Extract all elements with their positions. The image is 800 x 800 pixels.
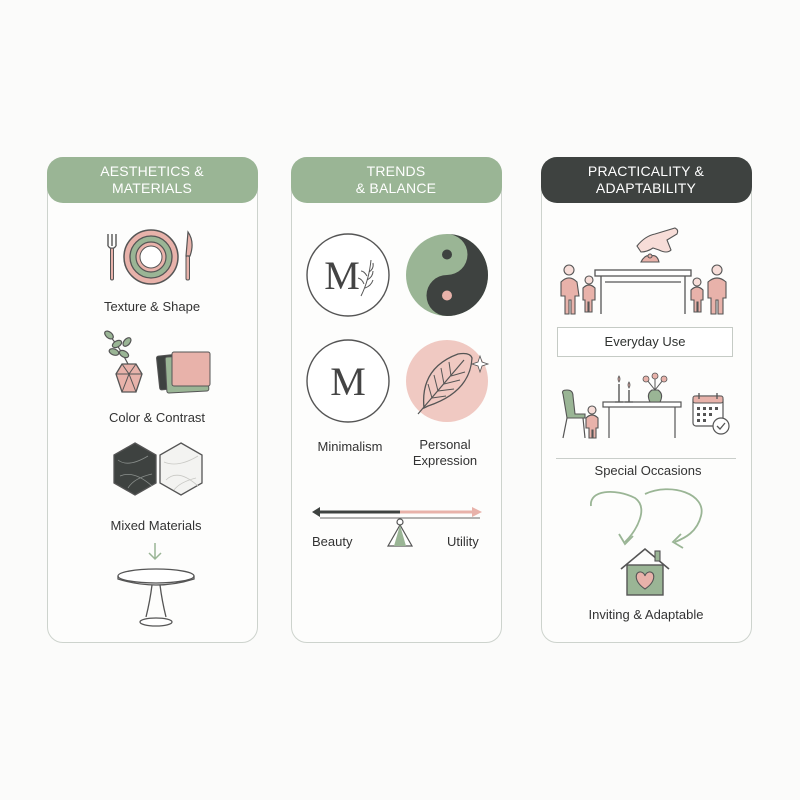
vase-and-swatches-icon (104, 330, 211, 394)
family-table-icon (560, 227, 727, 315)
trends-header: TRENDS & BALANCE (290, 156, 502, 203)
down-arrow-icon (148, 543, 162, 561)
heart-house-icon (620, 547, 670, 596)
header-line-2: ADAPTABILITY (595, 179, 697, 196)
circular-arrows-icon (590, 488, 703, 549)
aesthetics-header: AESTHETICS & MATERIALS (46, 156, 258, 203)
header-line-2: MATERIALS (111, 179, 193, 196)
header-line-1: TRENDS (366, 162, 426, 179)
svg-text:M: M (324, 253, 360, 298)
item-label-line-2: Expression (412, 453, 478, 468)
event-table-icon (561, 372, 730, 439)
item-label: Inviting & Adaptable (588, 607, 704, 622)
svg-text:M: M (330, 359, 366, 404)
item-label: Mixed Materials (110, 518, 202, 533)
divider (556, 458, 736, 459)
practicality-header: PRACTICALITY & ADAPTABILITY (540, 156, 752, 203)
balance-scale-icon (312, 507, 482, 547)
monogram-icon: M (306, 339, 390, 423)
item-label: Color & Contrast (108, 410, 206, 425)
header-line-2: & BALANCE (355, 179, 437, 196)
yin-yang-icon (406, 234, 488, 316)
round-table-icon (117, 568, 195, 627)
balance-right-label: Utility (447, 534, 479, 549)
balance-left-label: Beauty (312, 534, 353, 549)
place-setting-icon (107, 229, 193, 285)
header-line-1: AESTHETICS & (100, 162, 204, 179)
header-line-1: PRACTICALITY & (587, 162, 705, 179)
marble-hexagons-icon (113, 442, 203, 496)
everyday-use-label: Everyday Use (557, 327, 733, 357)
item-label: Texture & Shape (103, 299, 201, 314)
item-label: Special Occasions (594, 463, 702, 478)
item-label: Minimalism (317, 439, 383, 454)
item-label-line-1: Personal (419, 437, 471, 452)
monogram-laurel-icon: M (306, 233, 390, 317)
leaf-icon (406, 340, 490, 422)
